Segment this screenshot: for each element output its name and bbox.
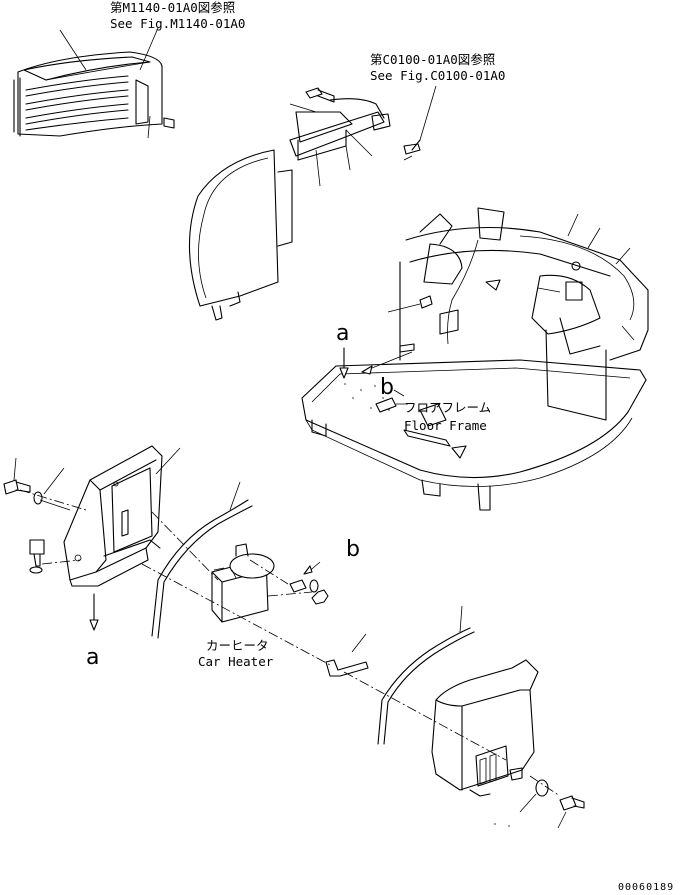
heater-hoses bbox=[151, 481, 475, 745]
marker-a-upper: a bbox=[336, 321, 349, 346]
ref-c0100-jp: 第C0100-01A0図参照 bbox=[370, 52, 495, 67]
ref-c0100-en: See Fig.C0100-01A0 bbox=[370, 68, 505, 83]
upper-side-panel bbox=[188, 85, 437, 321]
floor-frame-label-jp: フロアフレーム bbox=[404, 400, 491, 415]
heater-bracket bbox=[3, 445, 181, 631]
ref-m1140-jp: 第M1140-01A0図参照 bbox=[110, 0, 235, 15]
floor-frame-label-en: Floor Frame bbox=[404, 418, 487, 433]
marker-a-lower: a bbox=[86, 645, 99, 670]
drawing-id: 00060189 bbox=[618, 882, 674, 893]
marker-b-upper: b bbox=[380, 375, 394, 400]
louver-cover-reference bbox=[13, 27, 175, 139]
marker-b-right: b bbox=[346, 537, 360, 562]
car-heater-label-jp: カーヒータ bbox=[206, 638, 269, 653]
heater-cover bbox=[325, 633, 585, 829]
car-heater-unit bbox=[211, 543, 329, 623]
assembly-centerlines bbox=[19, 489, 561, 797]
ref-m1140-en: See Fig.M1140-01A0 bbox=[110, 16, 245, 31]
floor-frame-assembly bbox=[301, 207, 649, 511]
car-heater-label-en: Car Heater bbox=[198, 654, 274, 669]
